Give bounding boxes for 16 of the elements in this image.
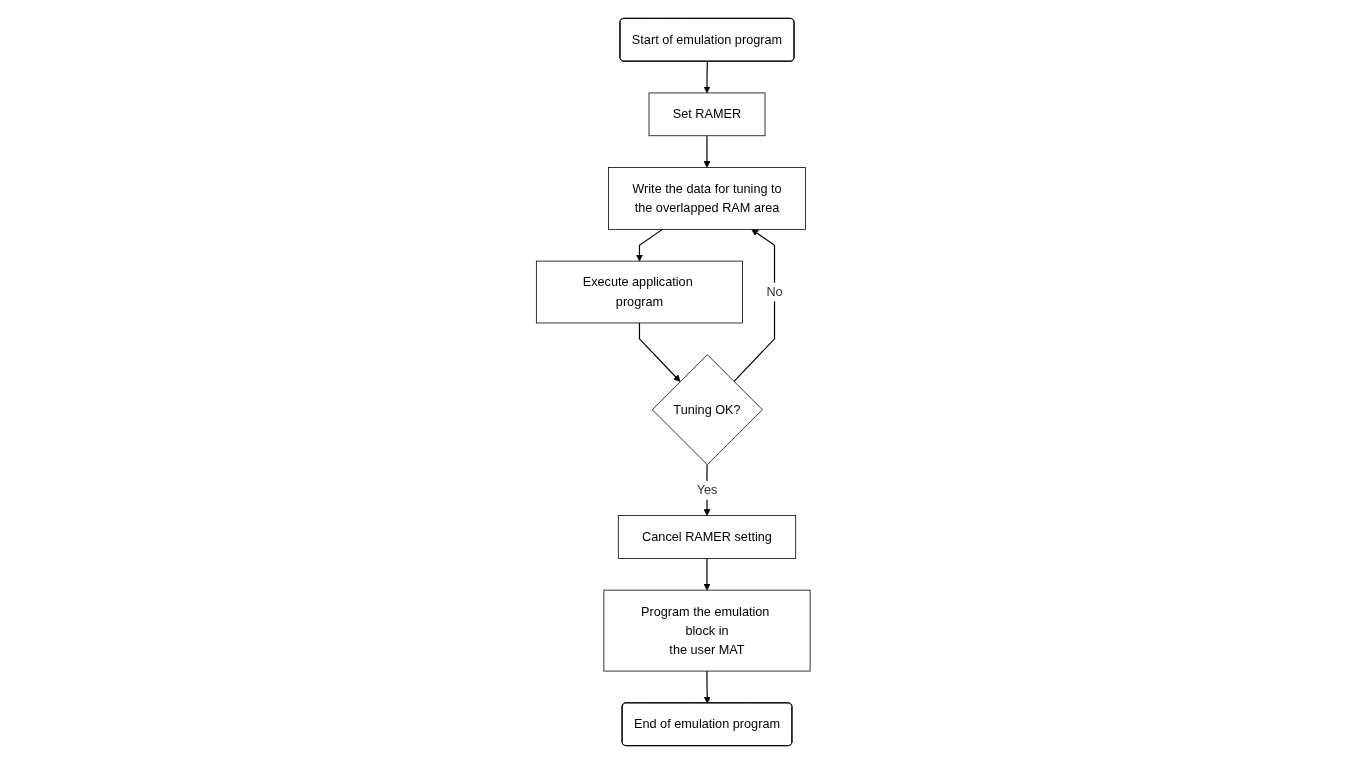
- arrow: [703, 670, 711, 704]
- node-box: Execute application program: [535, 260, 743, 324]
- arrow: [703, 557, 711, 591]
- node-box: Set RAMER: [648, 92, 766, 137]
- arrow: [703, 464, 711, 516]
- arrow: [703, 61, 711, 94]
- arrow: [733, 229, 775, 383]
- arrow: [703, 135, 711, 168]
- node-box: Write the data for tuning to the overlapped RAM area: [607, 167, 806, 230]
- node-box: Program the emulation block in the user MAT: [603, 589, 811, 672]
- edge-label: Yes: [696, 483, 718, 497]
- node-box: Cancel RAMER setting: [617, 515, 796, 559]
- arrow: [635, 228, 663, 262]
- arrow: [638, 322, 681, 382]
- edge-label: No: [766, 284, 783, 299]
- node-diamond: Tuning OK?: [651, 354, 763, 466]
